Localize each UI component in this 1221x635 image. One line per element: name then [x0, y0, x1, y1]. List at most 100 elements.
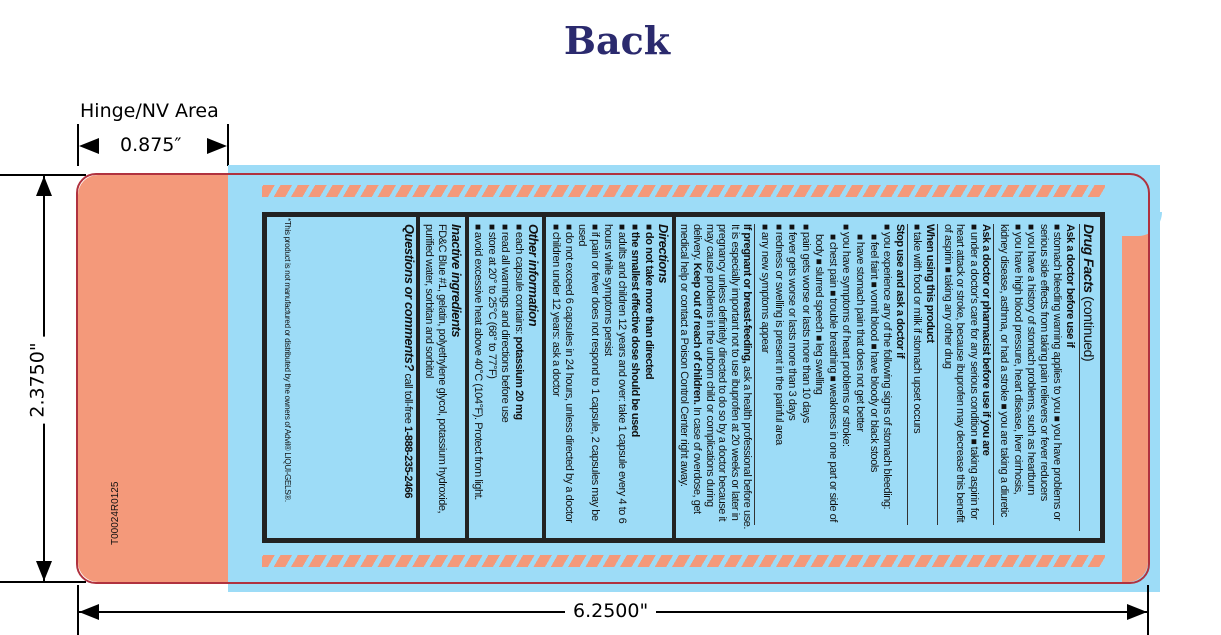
bullet-icon: ■ [1051, 415, 1063, 424]
item-text: children under 12 years: ask a doctor [549, 231, 562, 397]
bullet-icon: ■ [911, 224, 923, 232]
bullet-icon: ■ [642, 224, 654, 232]
arrow-left-icon [79, 604, 99, 620]
section-line: ■ chest pain ■ trouble breathing ■ weakn… [812, 224, 839, 525]
section-line: ■ you experience any of the following si… [880, 224, 893, 525]
item-text: FD&C Blue #1, gelatin, polyethylene glyc… [423, 224, 448, 514]
item-text: chest pain [826, 241, 839, 288]
arrow-right-icon [1127, 604, 1147, 620]
bullet-icon: ■ [826, 290, 838, 299]
section-line: ■ avoid excessive heat above 40°C (104°F… [471, 224, 484, 531]
drug-facts-section: Other information■ each capsule contains… [464, 217, 543, 538]
drug-facts-sections: Ask a doctor before use if■ stomach blee… [400, 217, 1077, 538]
item-text: have bloody or black stools [867, 351, 880, 472]
bullet-icon: ■ [485, 224, 497, 232]
section-title: Ask a doctor before use if [1064, 224, 1076, 348]
bullet-icon: ■ [499, 224, 511, 232]
bullet-icon: ■ [941, 266, 953, 275]
item-text: 1-888-235-2466 [402, 426, 415, 498]
drug-facts-panel: Drug Facts (continued) Ask a doctor befo… [262, 212, 1105, 543]
bullet-icon: ■ [615, 224, 627, 232]
label-panel [228, 165, 1160, 592]
section-line: ■ have stomach pain that does not get be… [853, 224, 867, 525]
item-text: read all warnings and directions before … [499, 231, 512, 423]
drug-facts-section: Ask a doctor before use if■ stomach blee… [993, 224, 1077, 525]
section-line: ■ do not take more than directed [641, 224, 655, 531]
section-line: ■ adults and children 12 years and over:… [601, 224, 628, 531]
drug-facts-section: Questions or comments? call toll-free 1-… [400, 224, 417, 531]
stripe-band-bottom [262, 555, 1105, 567]
section-line: ■ you have symptoms of heart problems or… [839, 224, 853, 525]
product-code: T00024R0125 [110, 481, 121, 545]
section-line: If pregnant or breast-feeding, ask a hea… [678, 224, 754, 531]
stripe-band-top [262, 185, 1105, 197]
bullet-icon: ■ [813, 335, 825, 343]
section-line: ■ fever gets worse or lasts more than 3 … [785, 224, 799, 525]
bullet-icon: ■ [826, 234, 838, 242]
item-text: feel faint [867, 241, 880, 280]
drug-facts-continued: (continued) [1081, 296, 1097, 362]
item-text: each capsule contains: [513, 231, 526, 337]
section-line: ■ if pain or fever does not respond to 1… [575, 224, 602, 531]
bullet-icon: ■ [867, 234, 879, 242]
bullet-icon: ■ [967, 224, 979, 232]
height-value: 2.3750" [22, 336, 53, 424]
item-text: If pregnant or breast-feeding, [741, 224, 754, 364]
arrow-right-icon [207, 138, 227, 154]
bullet-icon: ■ [854, 234, 866, 242]
bullet-icon: ■ [813, 258, 825, 267]
dimension-tick [77, 124, 79, 166]
label-edge-curl [1122, 222, 1148, 582]
arrow-up-icon [36, 176, 52, 196]
section-line: ■ redness or swelling is present in the … [771, 224, 785, 525]
item-text: Keep out of reach of children. [690, 262, 703, 405]
section-line: ■ take with food or milk if stomach upse… [910, 224, 924, 525]
label-die-line [76, 173, 1150, 584]
arrow-down-icon [36, 561, 52, 581]
section-line: ■ you have a history of stomach problems… [1024, 224, 1037, 525]
drug-facts-box: Drug Facts (continued) Ask a doctor befo… [262, 212, 1105, 543]
item-text: taking any other drug [941, 274, 954, 369]
item-text: adults and children 12 years and over: t… [602, 224, 628, 524]
hinge-width-value: 0.875″ [120, 134, 182, 156]
dimension-tick [227, 124, 229, 166]
bullet-icon: ■ [563, 224, 575, 232]
dimension-tick [0, 174, 86, 176]
drug-facts-heading: Drug Facts (continued) [1079, 224, 1098, 531]
item-text: pain gets worse or lasts more than 10 da… [799, 231, 812, 423]
bullet-icon: ■ [549, 224, 561, 232]
bullet-icon: ■ [513, 224, 525, 232]
item-text: have stomach pain that does not get bett… [854, 241, 867, 432]
drug-facts-section: Ask a doctor or pharmacist before use if… [937, 224, 994, 525]
section-line: ■ feel faint ■ vomit blood ■ have bloody… [866, 224, 880, 525]
bullet-icon: ■ [1025, 224, 1037, 232]
footnote: *This product is not manufactured or dis… [283, 218, 292, 502]
item-text: trouble breathing [826, 298, 839, 374]
dimension-tick [77, 585, 79, 635]
section-line: ■ pain gets worse or lasts more than 10 … [798, 224, 812, 525]
bullet-icon: ■ [967, 438, 979, 447]
bullet-icon: ■ [1011, 224, 1023, 232]
drug-facts-title: Drug Facts [1081, 224, 1097, 293]
section-line: ■ store at 20° to 25°C (68° to 77°F) [484, 224, 498, 531]
section-title: Directions [655, 224, 671, 284]
item-text: take with food or milk if stomach upset … [911, 231, 924, 434]
item-text: vomit blood [867, 289, 880, 341]
item-text: slurred speech [813, 266, 826, 333]
section-title: Inactive ingredients [448, 224, 464, 338]
item-text: you are taking a diuretic [998, 411, 1011, 517]
section-line: FD&C Blue #1, gelatin, polyethylene glyc… [422, 224, 448, 531]
item-text: do not exceed 6 capsules in 24 hours, un… [563, 231, 576, 523]
item-text: call toll-free [402, 370, 415, 427]
item-text: under a doctor's care for any serious co… [967, 231, 980, 437]
drug-facts-section: When using this product■ take with food … [906, 224, 938, 525]
item-text: fever gets worse or lasts more than 3 da… [786, 231, 799, 421]
bullet-icon: ■ [867, 281, 879, 290]
drug-facts-section: Directions■ do not take more than direct… [542, 217, 672, 538]
dimension-tick [1147, 585, 1149, 635]
section-line: ■ the smallest effective dose should be … [628, 224, 641, 531]
drug-facts-section: If pregnant or breast-feeding, ask a hea… [671, 217, 755, 538]
item-text: potassium 20 mg [513, 336, 526, 420]
section-line: ■ stomach bleeding warning applies to yo… [1037, 224, 1064, 525]
item-text: Questions or comments? [402, 224, 418, 371]
